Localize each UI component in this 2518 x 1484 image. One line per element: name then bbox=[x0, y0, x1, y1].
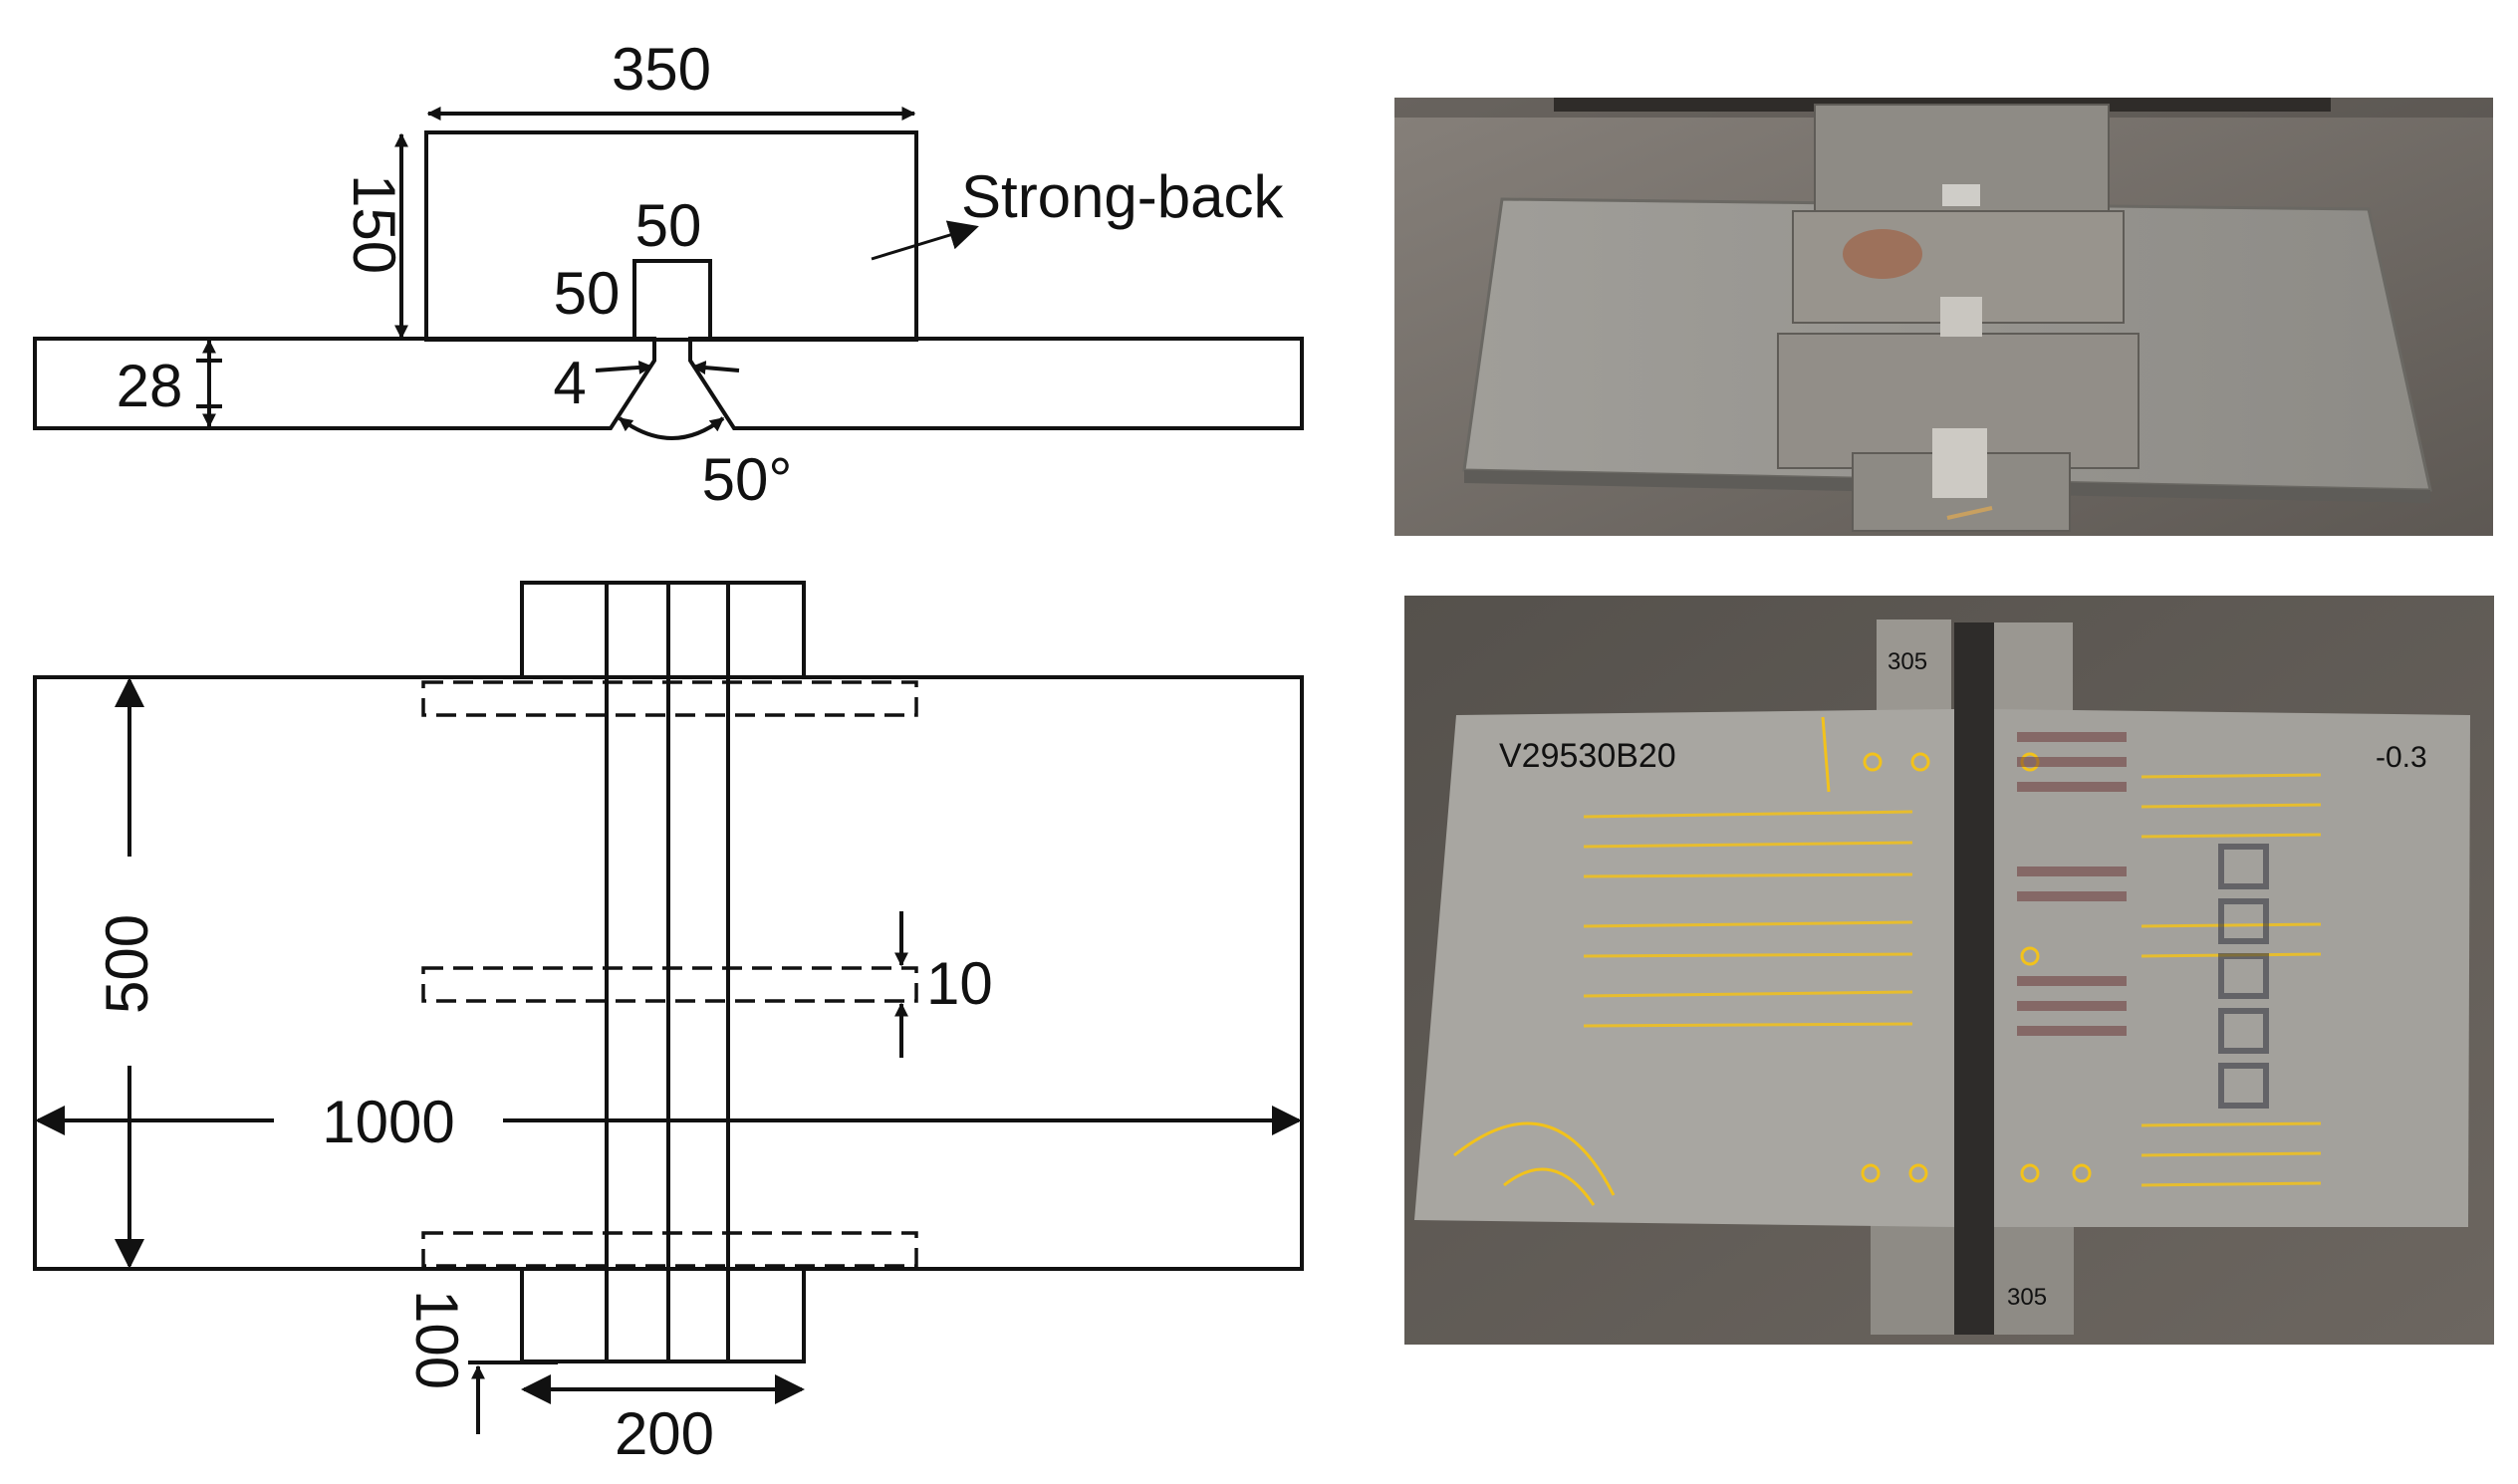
plan-view bbox=[33, 581, 1304, 1434]
label-150: 150 bbox=[341, 174, 407, 274]
photo-bottom-weld-seam bbox=[1954, 622, 1994, 1335]
plate-section-right bbox=[688, 337, 1304, 430]
photo-bottom-stencil bbox=[2218, 844, 2269, 1109]
tab-bottom bbox=[520, 1267, 806, 1363]
label-root-gap: 4 bbox=[553, 350, 586, 416]
strong-back-leader bbox=[871, 220, 979, 261]
label-groove-angle: 50° bbox=[702, 446, 793, 513]
label-350: 350 bbox=[612, 36, 711, 103]
label-100: 100 bbox=[403, 1290, 470, 1389]
marking-305-top: 305 bbox=[1888, 648, 1927, 675]
side-view-labels: 350 150 50 50 Strong-back 28 4 50° bbox=[117, 36, 1285, 513]
dim-arrow-gap-left bbox=[595, 360, 653, 374]
label-strong-back: Strong-back bbox=[961, 163, 1284, 230]
side-view bbox=[33, 107, 1304, 440]
plate-section-left bbox=[33, 337, 656, 430]
center-block-outline bbox=[632, 259, 712, 342]
photo-bottom-dark-marks bbox=[2017, 732, 2127, 1036]
strong-backs-dashed bbox=[421, 680, 918, 1268]
label-500: 500 bbox=[94, 914, 160, 1014]
photo-bottom-plate-right bbox=[1994, 709, 2470, 1227]
label-200: 200 bbox=[615, 1400, 714, 1467]
label-1000: 1000 bbox=[322, 1089, 454, 1155]
photo-top-specimen bbox=[1394, 98, 2493, 536]
tab-top bbox=[520, 581, 806, 679]
label-10: 10 bbox=[926, 950, 993, 1017]
marking-305-bottom: 305 bbox=[2007, 1284, 2047, 1311]
photo-bottom-markings: V29530B20 305 305 -0.3 bbox=[1453, 648, 2427, 1311]
dim-arrow-gap-right bbox=[691, 361, 740, 375]
label-block-height: 50 bbox=[554, 260, 621, 327]
marking-offset: -0.3 bbox=[2376, 741, 2427, 774]
marking-plate-id: V29530B20 bbox=[1499, 737, 1676, 775]
dim-arc-angle bbox=[618, 416, 725, 440]
photo-bottom-specimen: V29530B20 305 305 -0.3 bbox=[1404, 596, 2494, 1345]
photo-bottom-plate-left bbox=[1414, 709, 1954, 1227]
label-block-width: 50 bbox=[635, 192, 702, 259]
label-28: 28 bbox=[117, 353, 183, 419]
weld-lines bbox=[605, 583, 730, 1361]
plan-view-labels: 500 1000 10 100 200 bbox=[94, 914, 993, 1467]
